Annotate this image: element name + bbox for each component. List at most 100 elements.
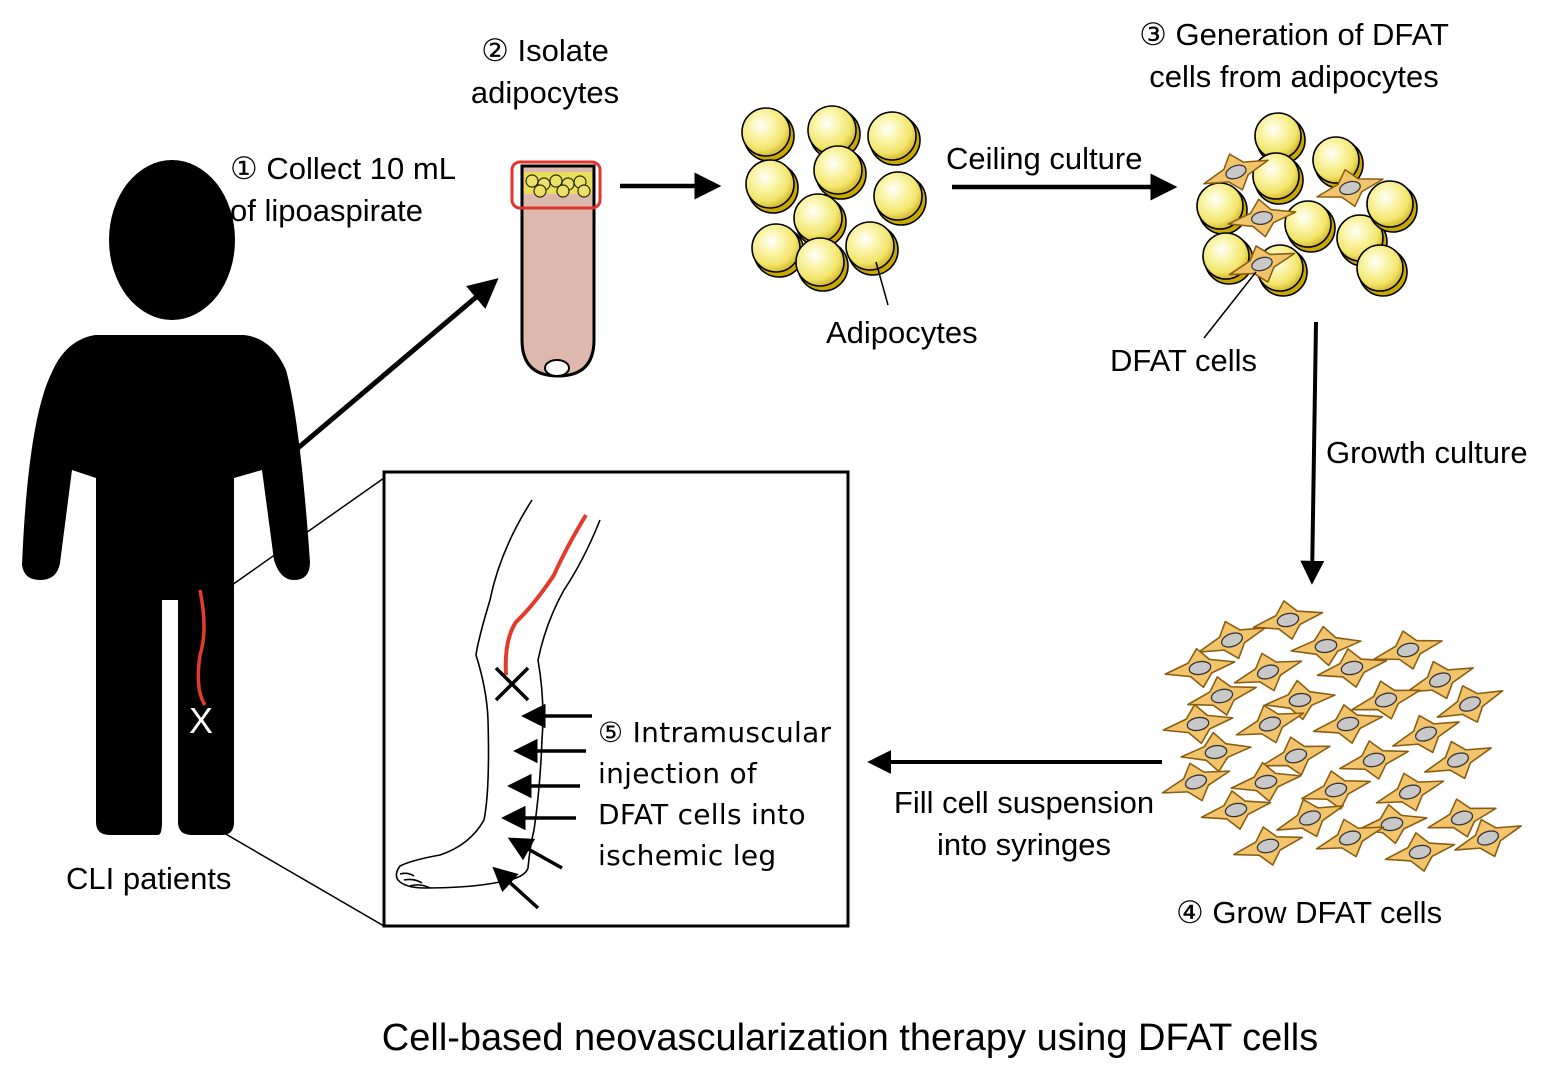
dfat-cell [1161, 762, 1231, 802]
page-title: Cell-based neovascularization therapy us… [381, 1017, 1319, 1059]
dfat-cell [1436, 685, 1504, 723]
fill-syringes-label: Fill cell suspension into syringes [864, 782, 1184, 866]
leg-back-outline [395, 499, 601, 889]
dfat-cell [1406, 660, 1474, 700]
dfat-cell [1228, 245, 1296, 283]
adipocyte-cell [1254, 112, 1306, 165]
dfat-cell [1427, 798, 1497, 838]
step5-line1: ⑤ Intramuscular [598, 716, 832, 749]
toe-1 [399, 872, 415, 877]
fat-highlight-box [510, 160, 602, 210]
step3-label: ③ Generation of DFAT cells from adipocyt… [1094, 14, 1494, 98]
adipocyte-cell [1252, 152, 1304, 205]
growth-culture-arrow [1300, 321, 1325, 585]
step5-label: ⑤ Intramuscular injection of DFAT cells … [598, 712, 831, 876]
dfat-cell [1290, 625, 1362, 667]
adipocyte-cell [741, 107, 795, 162]
adipocytes-label: Adipocytes [826, 315, 978, 350]
zoom-line-bottom [204, 821, 385, 927]
fat-droplet [549, 174, 563, 188]
adipocyte-cell [795, 237, 849, 292]
adipocyte-cell [1202, 232, 1254, 285]
adipocyte-cell [1196, 182, 1248, 235]
dfat-cell [1227, 198, 1297, 238]
dfat-cell [1264, 679, 1336, 721]
leg-artery [503, 513, 588, 676]
dfat-cells-label: DFAT cells [1110, 343, 1257, 378]
step1-label: ① Collect 10 mL of lipoaspirate [230, 148, 456, 232]
leg-inset-box [382, 470, 850, 928]
dfat-cell [1252, 600, 1324, 640]
artery-line [196, 589, 207, 706]
dfat-cell [1200, 790, 1272, 830]
dfat-cell [1351, 680, 1421, 720]
dfat-cell [1232, 826, 1304, 866]
adipocyte-cell [745, 159, 799, 214]
ceiling-culture-label: Ceiling culture [946, 141, 1143, 176]
adipocyte-cell [867, 111, 921, 166]
adipocyte-cluster [741, 105, 927, 292]
step5-line2: injection of [598, 757, 758, 790]
dfat-cell [1235, 704, 1305, 744]
dfat-cell [1424, 740, 1492, 780]
step5-line3: DFAT cells into [598, 798, 806, 831]
patient-head [109, 160, 235, 320]
step2-line2: adipocytes [470, 75, 620, 110]
dfat-cell [1392, 714, 1460, 754]
dfat-cell [1375, 772, 1445, 812]
step2-label: ② Isolate adipocytes [440, 30, 650, 114]
dfat-cell [1261, 736, 1331, 776]
dfat-cell [1198, 620, 1266, 660]
toe-2 [403, 878, 423, 884]
centrifuge-tube [510, 160, 602, 378]
dfat-cell [1316, 648, 1388, 688]
adipocyte-cell [1356, 244, 1408, 297]
dfat-cell [1338, 740, 1410, 780]
step5-line4: ischemic leg [598, 839, 777, 872]
adipocyte-cell [845, 221, 899, 276]
fat-droplet [525, 174, 539, 188]
arrow-patient-to-tube [296, 278, 499, 450]
fat-droplet [533, 184, 547, 198]
dfat-cell [1316, 168, 1384, 208]
dfat-cell [1233, 652, 1303, 692]
injection-arrows [492, 703, 592, 910]
adipocyte-cell [813, 145, 867, 200]
adipocyte-cell [793, 193, 847, 248]
dfat-cell [1162, 703, 1234, 745]
adipocyte-cell [807, 105, 861, 160]
dfat-cell [1315, 818, 1385, 858]
dfat-cell [1356, 803, 1428, 845]
adipocyte-cell [1284, 200, 1336, 253]
dfat-cell [1384, 832, 1456, 872]
step1-line1: ① Collect 10 mL [230, 151, 456, 186]
grown-dfat-cells [1161, 600, 1522, 872]
dfat-cells-pointer [1203, 271, 1257, 339]
patient-body [22, 335, 310, 835]
patient-silhouette [22, 160, 310, 835]
step3-line2: cells from adipocytes [1149, 59, 1439, 94]
dfat-cell [1373, 630, 1443, 670]
step3-line1: ③ Generation of DFAT [1139, 17, 1449, 52]
fat-droplet [556, 184, 570, 198]
dfat-cell [1164, 647, 1236, 689]
dfat-cell [1454, 818, 1522, 858]
injection-arrow [492, 866, 540, 910]
dfat-cell [1180, 731, 1252, 773]
fill-syringes-line1: Fill cell suspension [893, 785, 1155, 820]
injection-arrow [507, 837, 563, 870]
adipocyte-cell [751, 223, 805, 278]
growth-culture-label: Growth culture [1326, 435, 1528, 470]
fill-syringes-line2: into syringes [936, 827, 1112, 862]
fat-droplet [577, 184, 591, 198]
dfat-cell [1276, 798, 1344, 838]
toe-3 [409, 884, 431, 889]
cross-stroke [494, 666, 530, 702]
dfat-cell [1312, 704, 1384, 744]
dfat-cell [1230, 761, 1302, 803]
step2-line1: ② Isolate [481, 33, 609, 68]
occlusion-cross [494, 666, 530, 702]
adipocytes-pointer [875, 261, 889, 306]
dfat-cell [1300, 770, 1372, 810]
